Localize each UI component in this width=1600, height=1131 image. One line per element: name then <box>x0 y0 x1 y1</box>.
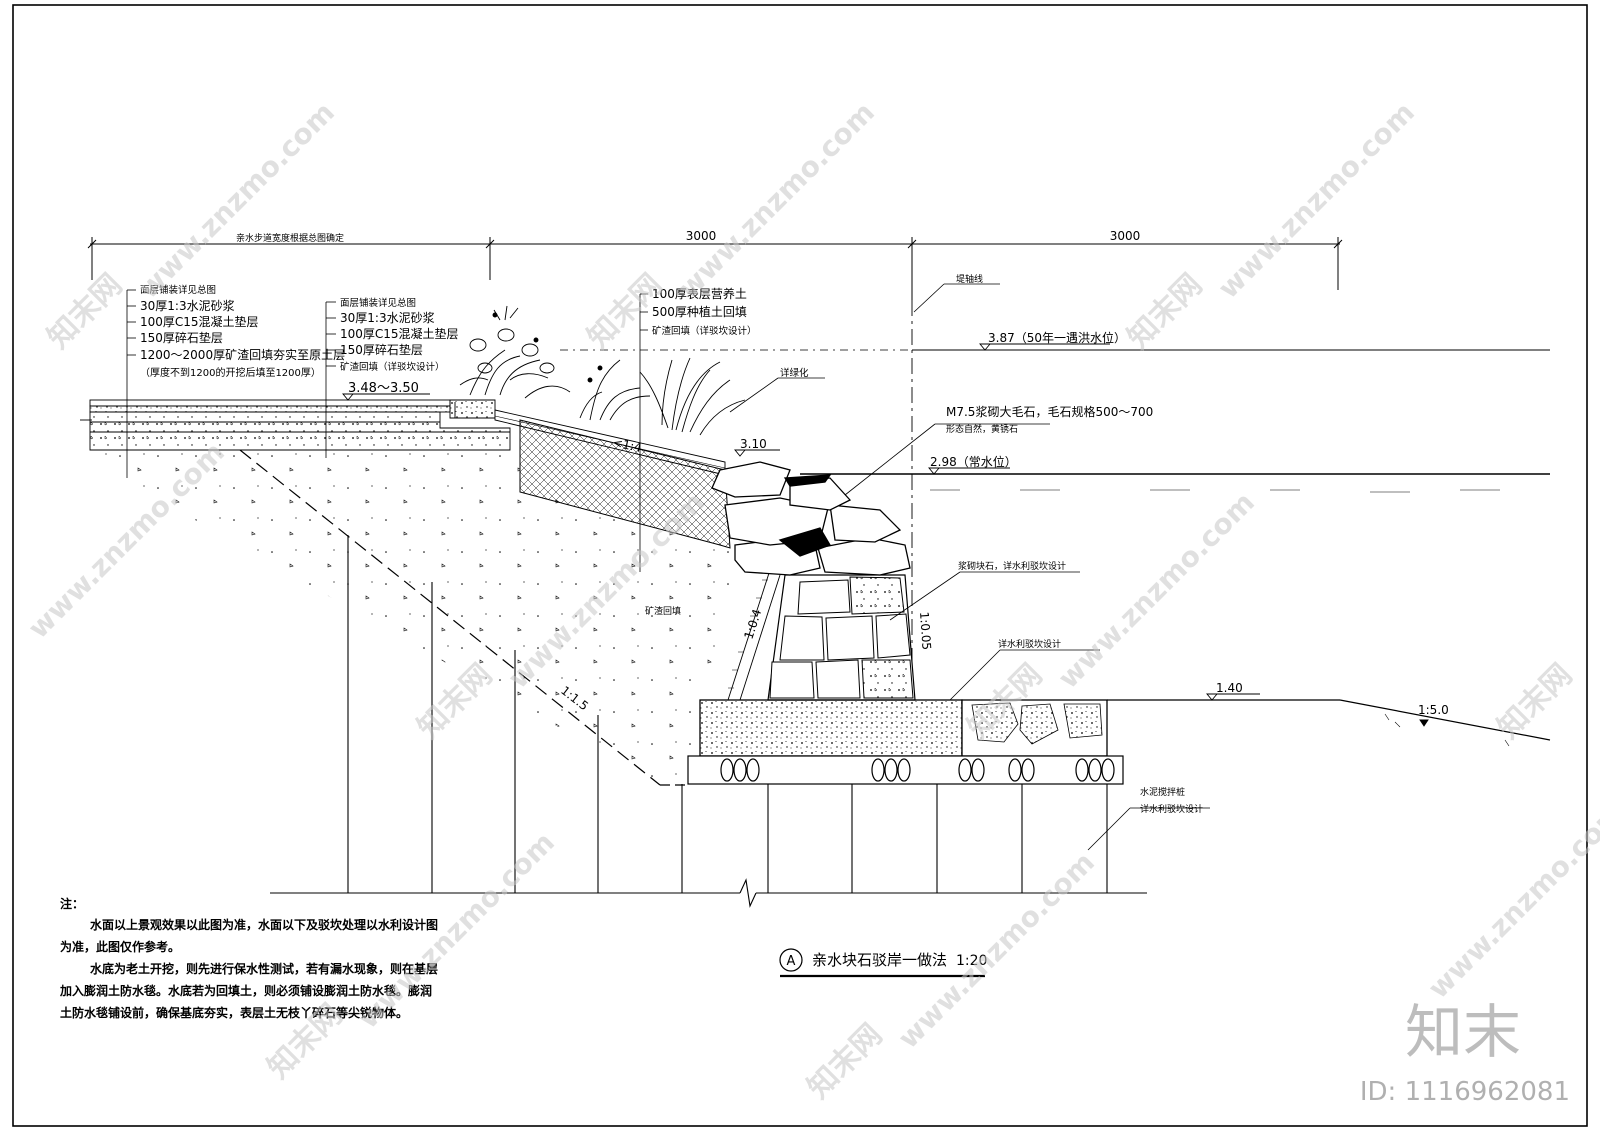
mid-layer-1: 面层铺装详见总图 <box>340 297 416 309</box>
gravel-foundation <box>699 699 1108 757</box>
svg-text:知末网: 知末网 <box>1121 267 1209 355</box>
svg-text:知末网: 知末网 <box>411 657 499 745</box>
note-line-2: 为准，此图仅作参考。 <box>60 939 180 954</box>
planting-layer-1: 100厚表层营养土 <box>652 286 747 301</box>
mid-layer-5: 矿渣回填（详驳坎设计） <box>340 361 445 373</box>
title-mark: A <box>787 954 796 969</box>
pavement-layers <box>80 399 511 451</box>
svg-text:www.znzmo.com: www.znzmo.com <box>1052 486 1261 695</box>
planting-slope-ratio: <1:4 <box>611 435 643 455</box>
left-layer-6: （厚度不到1200的开挖后填至1200厚） <box>140 366 321 379</box>
bed-level: 1.40 <box>1216 681 1243 695</box>
drawing-title: A 亲水块石驳岸一做法 1:20 <box>779 948 987 978</box>
greening-label: 详绿化 <box>780 367 809 379</box>
planting-layer-labels: 100厚表层营养土 500厚种植土回填 矿渣回填（详驳坎设计） <box>652 286 757 337</box>
dimension-line <box>87 237 1343 300</box>
block-stone-label: 浆砌块石，详水利驳坎设计 <box>958 560 1066 572</box>
water-lines <box>560 349 1550 493</box>
drawing-border <box>12 4 1588 1127</box>
planting-layer-3: 矿渣回填（详驳坎设计） <box>652 325 757 337</box>
mid-layer-2: 30厚1:3水泥砂浆 <box>340 310 435 325</box>
watermark-logo: 知末 <box>1405 998 1521 1066</box>
flood-level: 3.87（50年一遇洪水位） <box>988 330 1126 345</box>
block-stone-wall <box>767 574 916 701</box>
riverbed-line <box>1107 699 1551 747</box>
left-span-label: 亲水步道宽度根据总图确定 <box>236 232 344 244</box>
leader-lines <box>126 289 1210 851</box>
mid-layer-4: 150厚碎石垫层 <box>340 342 423 357</box>
right-span-label: 3000 <box>1110 229 1141 243</box>
svg-text:知末网: 知末网 <box>41 267 129 355</box>
pile-label-2: 详水利驳坎设计 <box>1140 803 1203 815</box>
left-layer-1: 面层铺装详见总图 <box>140 284 216 296</box>
note-line-4: 加入膨润土防水毯。水底若为回填土，则必须铺设膨润土防水毯。膨润 <box>59 983 432 998</box>
fill-label: 矿渣回填 <box>645 605 681 617</box>
excavation-slope <box>239 449 661 786</box>
mid-span-label: 3000 <box>686 229 717 243</box>
notes-heading: 注： <box>60 896 84 911</box>
backfill-soil <box>90 448 740 785</box>
dike-axis-label: 堤轴线 <box>956 273 983 285</box>
mid-layer-3: 100厚C15混凝土垫层 <box>340 326 459 341</box>
planting-layer-2: 500厚种植土回填 <box>652 304 747 319</box>
notes-block: 注： 水面以上景观效果以此图为准，水面以下及驳坎处理以水利设计图 为准，此图仅作… <box>59 896 438 1020</box>
normal-water-level: 2.98（常水位） <box>930 454 1017 469</box>
svg-text:知末网: 知末网 <box>1491 657 1579 745</box>
mixing-piles <box>270 535 1147 908</box>
left-layer-5: 1200～2000厚矿渣回填夯实至原土层 <box>140 347 345 362</box>
mid-layer-labels: 面层铺装详见总图 30厚1:3水泥砂浆 100厚C15混凝土垫层 150厚碎石垫… <box>340 297 459 373</box>
log-raft-base <box>687 755 1124 785</box>
natural-boulders <box>711 461 911 576</box>
note-line-1: 水面以上景观效果以此图为准，水面以下及驳坎处理以水利设计图 <box>90 917 438 932</box>
stone-note-1: M7.5浆砌大毛石，毛石规格500～700 <box>946 404 1153 419</box>
bed-slope-ratio: 1:5.0 <box>1418 703 1449 717</box>
wall-back-slope <box>727 569 781 701</box>
left-layer-labels: 面层铺装详见总图 30厚1:3水泥砂浆 100厚C15混凝土垫层 150厚碎石垫… <box>140 284 345 379</box>
left-layer-3: 100厚C15混凝土垫层 <box>140 314 259 329</box>
svg-text:www.znzmo.com: www.znzmo.com <box>1422 796 1600 1005</box>
wall-face-ratio: 1:0.05 <box>917 611 934 650</box>
hydraulic-label: 详水利驳坎设计 <box>998 638 1061 650</box>
slope-top-level: 3.10 <box>740 437 767 451</box>
watermark-id: ID: 1116962081 <box>1360 1077 1570 1107</box>
path-level: 3.48～3.50 <box>348 381 419 396</box>
planting-vegetation <box>459 305 746 436</box>
pile-label-1: 水泥搅拌桩 <box>1140 786 1185 798</box>
level-marks <box>342 343 1429 727</box>
stone-note-2: 形态自然，黄锈石 <box>946 423 1018 435</box>
left-layer-2: 30厚1:3水泥砂浆 <box>140 298 235 313</box>
svg-text:www.znzmo.com: www.znzmo.com <box>132 96 341 305</box>
left-layer-4: 150厚碎石垫层 <box>140 330 223 345</box>
svg-text:知末网: 知末网 <box>801 1017 889 1105</box>
note-line-5: 土防水毯铺设前，确保基底夯实，表层土无枝丫碎石等尖锐物体。 <box>60 1005 408 1020</box>
svg-text:www.znzmo.com: www.znzmo.com <box>672 96 881 305</box>
svg-text:www.znzmo.com: www.znzmo.com <box>1212 96 1421 305</box>
title-scale: 1:20 <box>956 953 987 969</box>
title-text: 亲水块石驳岸一做法 <box>812 951 947 969</box>
note-line-3: 水底为老土开挖，则先进行保水性测试，若有漏水现象，则在基层 <box>90 961 438 976</box>
